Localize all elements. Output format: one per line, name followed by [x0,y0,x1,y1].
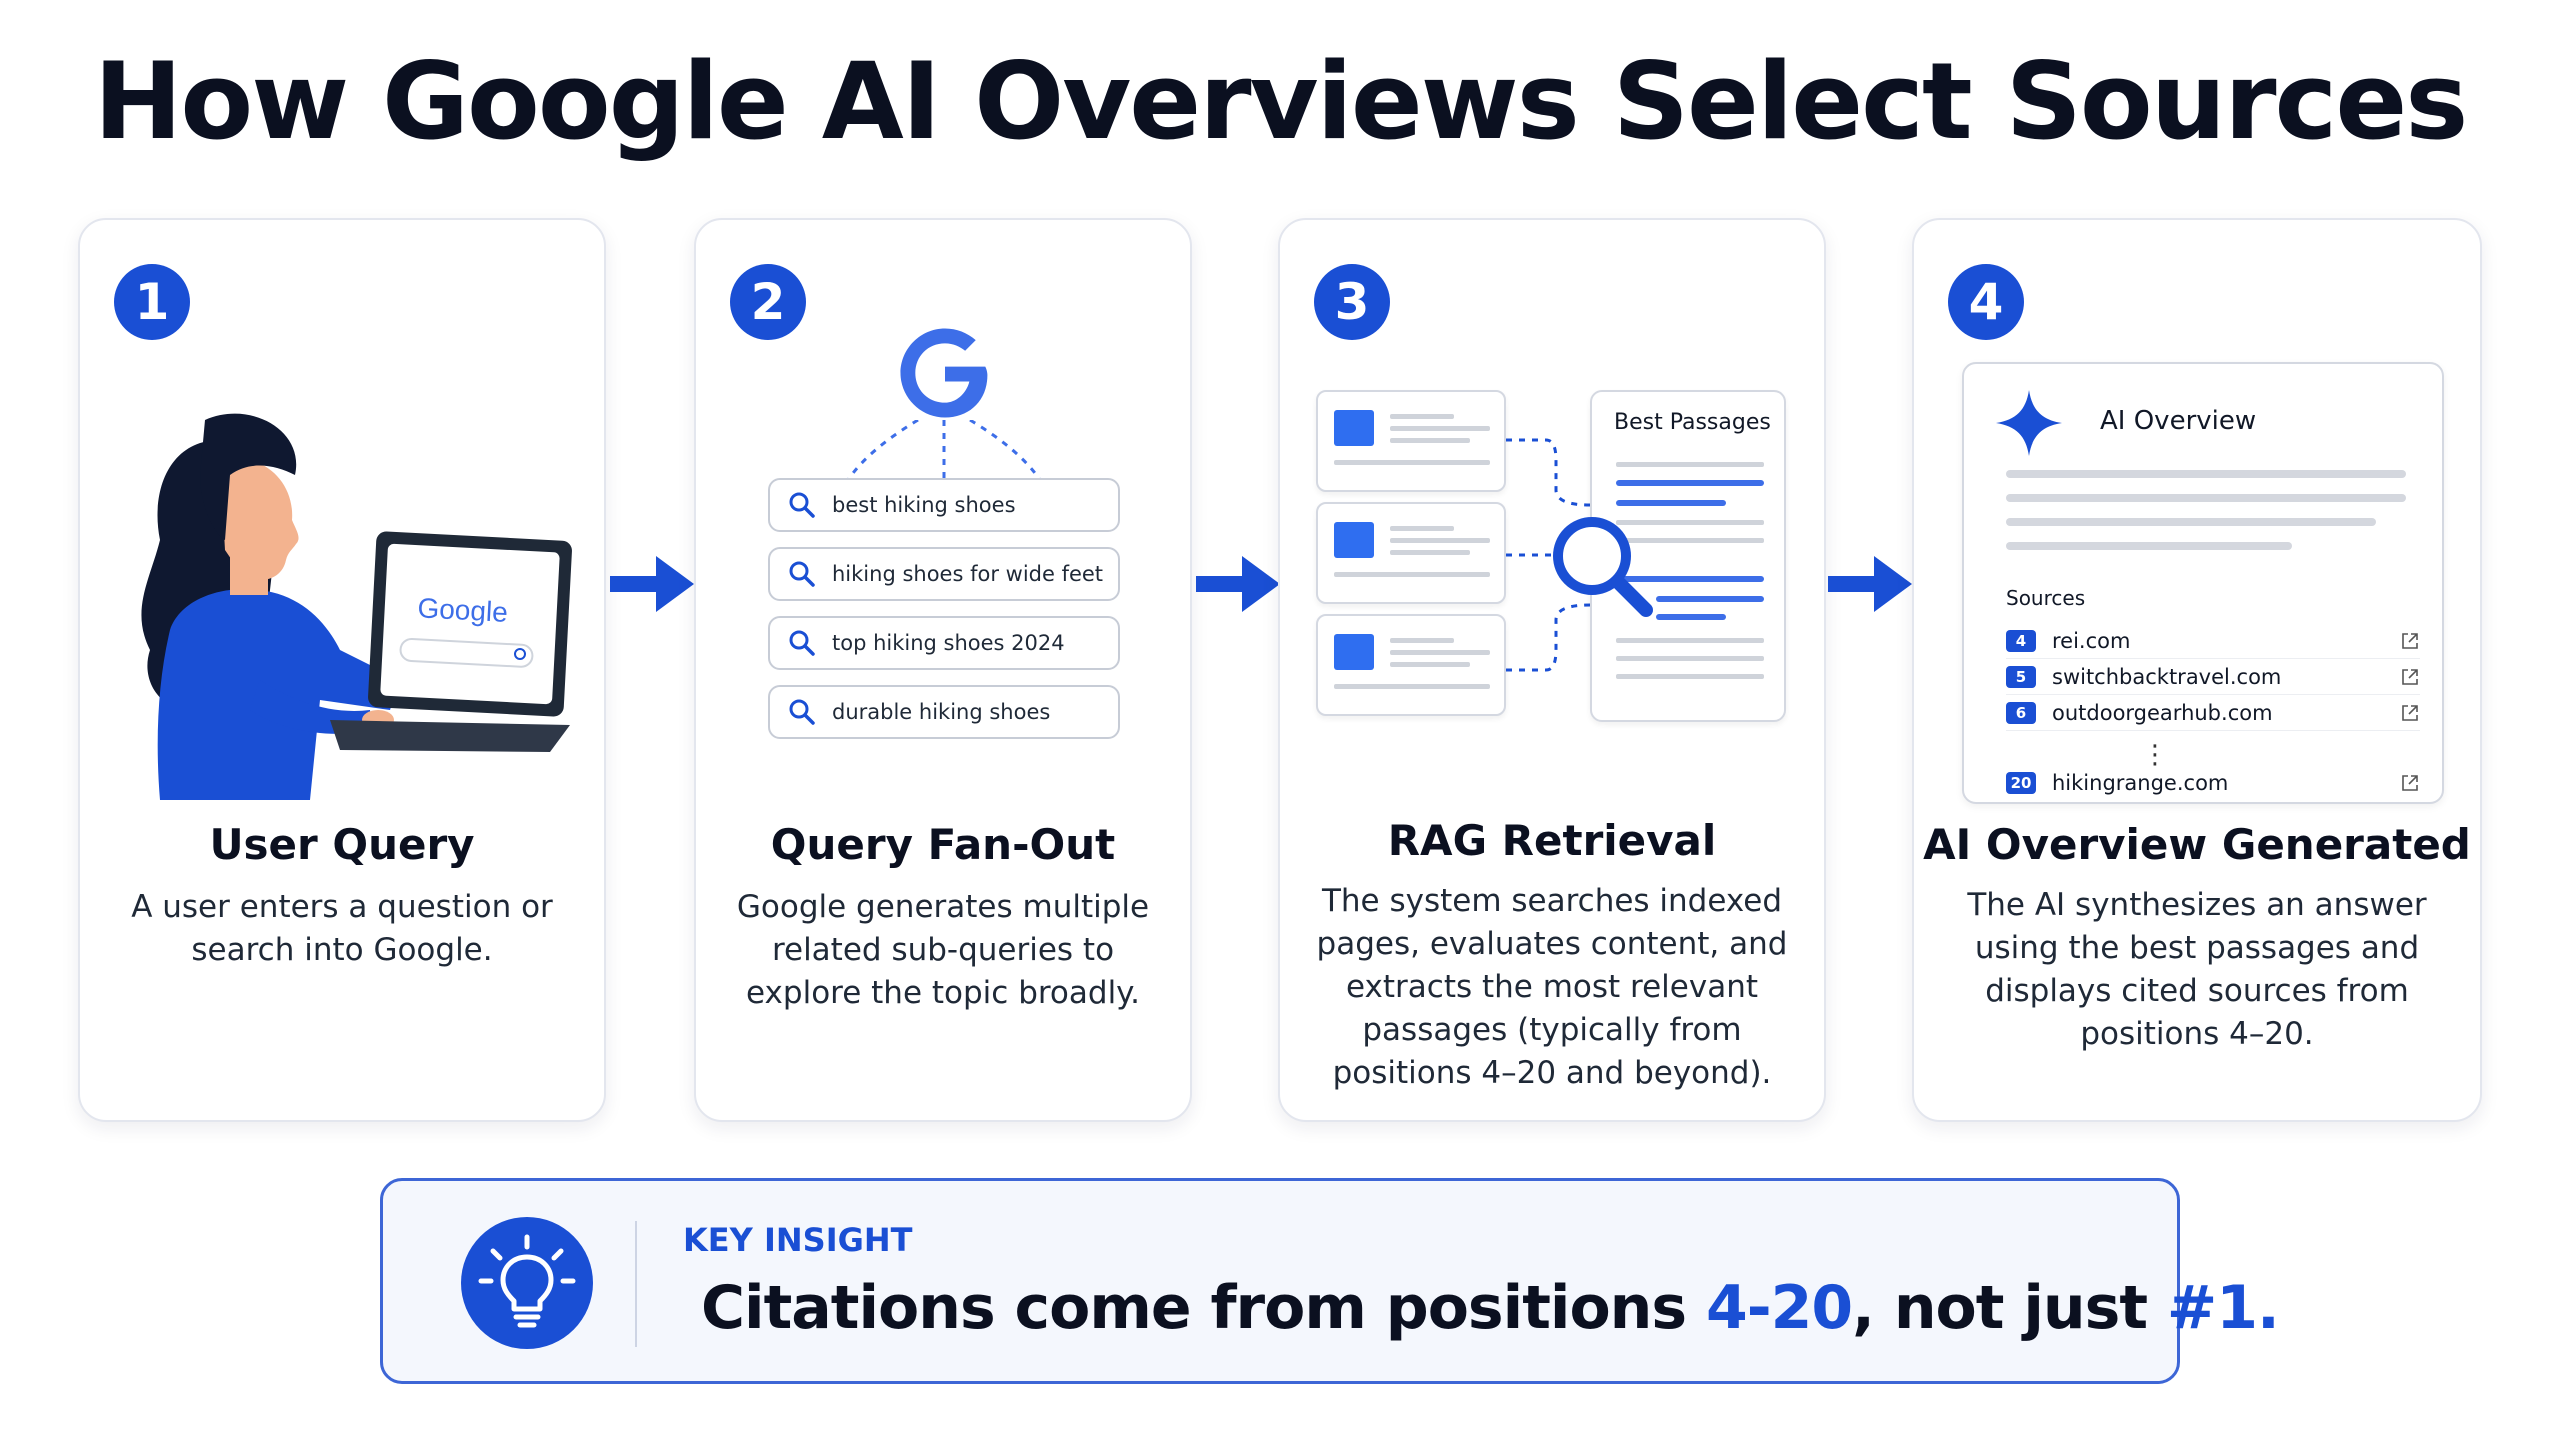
source-row[interactable]: 6 outdoorgearhub.com [2006,696,2420,731]
lightbulb-icon [478,1234,576,1328]
sub-query-text: hiking shoes for wide feet [832,562,1104,586]
step-title: User Query [209,820,475,869]
source-domain: rei.com [2052,629,2131,653]
connector-lines [846,420,1042,481]
step-description: The AI synthesizes an answer using the b… [1967,887,2427,1052]
insight-divider [635,1221,637,1347]
insight-text-part: , not just [1852,1273,2167,1343]
search-icon [789,630,815,656]
insight-text: Citations come from positions 4-20, not … [701,1273,2280,1343]
page-thumbnail-icon [1334,634,1490,689]
answer-line [2006,542,2292,550]
insight-text-part: Citations come from positions [701,1273,1706,1343]
page-thumbnail-icon [1334,410,1490,465]
step-description: The system searches indexed pages, evalu… [1316,883,1788,1091]
source-position: 6 [2006,702,2036,724]
magnifier-icon [1553,517,1653,617]
sub-query-text: durable hiking shoes [832,700,1051,724]
search-icon [789,699,815,725]
sub-query-box: hiking shoes for wide feet [768,547,1120,601]
key-insight-box: KEY INSIGHT Citations come from position… [380,1178,2280,1384]
sub-query-box: durable hiking shoes [768,685,1120,739]
step-title: RAG Retrieval [1387,816,1717,865]
insight-label: KEY INSIGHT [683,1221,913,1259]
source-position: 5 [2006,666,2036,688]
step-description: Google generates multiple related sub-qu… [736,889,1150,1011]
retrieval-connectors [1506,438,1591,672]
passage-lines [1616,462,1764,679]
search-icon [789,492,815,518]
page-thumbnail-icon [1334,522,1490,577]
indexed-page-card [1316,502,1506,604]
source-row[interactable]: 5 switchbacktravel.com [2006,660,2420,695]
answer-line [2006,494,2406,502]
step-badge: 4 [1948,264,2024,340]
search-icon [789,561,815,587]
step-description: A user enters a question or search into … [131,889,553,968]
step-badge: 1 [114,264,190,340]
ai-overview-title: AI Overview [2100,406,2257,436]
source-domain: hikingrange.com [2052,771,2229,795]
passages-title: Best Passages [1614,410,1771,435]
indexed-page-card [1316,614,1506,716]
step-badge: 3 [1314,264,1390,340]
external-link-icon[interactable] [2400,773,2420,793]
woman-laptop-illustration: Google [141,413,572,800]
ai-overview-panel: AI Overview Sources 4 rei.com 5 switchba… [1962,362,2444,804]
answer-line [2006,518,2376,526]
step-badge: 2 [730,264,806,340]
google-g-icon [900,328,988,418]
arrow-right-icon [1828,556,1912,612]
source-domain: switchbacktravel.com [2052,665,2282,689]
external-link-icon[interactable] [2400,631,2420,651]
svg-text:Google: Google [417,592,509,628]
sparkle-icon [1996,390,2062,456]
step-card-user-query: 1 Google User Query A user enters a ques… [78,218,606,1122]
source-position: 20 [2006,772,2036,794]
step-title: AI Overview Generated [1923,820,2471,869]
insight-highlight: 4-20 [1706,1273,1853,1343]
sub-query-text: top hiking shoes 2024 [832,631,1065,655]
external-link-icon[interactable] [2400,703,2420,723]
step-card-ai-overview: 4 AI Overview Sources 4 rei.com 5 switch… [1912,218,2482,1122]
source-row[interactable]: 4 rei.com [2006,624,2420,659]
insight-highlight: #1. [2166,1273,2280,1343]
arrow-right-icon [610,556,694,612]
ellipsis-vertical: ⋮ [2142,740,2168,770]
page-title: How Google AI Overviews Select Sources [93,40,2469,163]
step-title: Query Fan-Out [770,820,1116,869]
step-card-rag-retrieval: 3 Best Passages [1278,218,1826,1122]
source-row[interactable]: 20 hikingrange.com [2006,766,2420,800]
arrow-right-icon [1196,556,1280,612]
sources-label: Sources [2006,586,2086,610]
source-domain: outdoorgearhub.com [2052,701,2273,725]
indexed-page-card [1316,390,1506,492]
answer-line [2006,470,2406,478]
sub-query-text: best hiking shoes [832,493,1016,517]
sub-query-box: top hiking shoes 2024 [768,616,1120,670]
external-link-icon[interactable] [2400,667,2420,687]
source-position: 4 [2006,630,2036,652]
sub-query-box: best hiking shoes [768,478,1120,532]
step-card-query-fan-out: 2 best hiking shoes hiking shoes for wid… [694,218,1192,1122]
insight-icon-circle [461,1217,593,1349]
